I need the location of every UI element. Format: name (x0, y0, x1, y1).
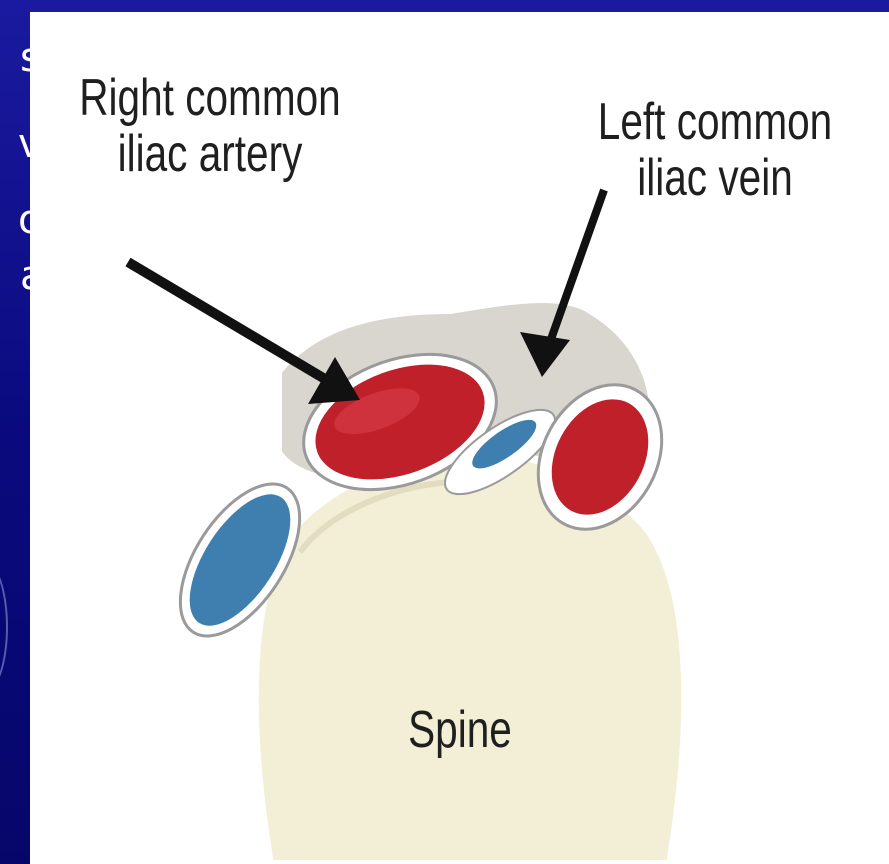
anatomy-illustration-panel: Right common iliac artery Left common il… (30, 12, 889, 864)
label-right-common-iliac-artery: Right common iliac artery (70, 70, 351, 182)
arrow-to-right-common-iliac-artery (128, 262, 360, 404)
label-spine: Spine (390, 702, 530, 758)
label-left-common-iliac-vein: Left common iliac vein (586, 94, 843, 206)
